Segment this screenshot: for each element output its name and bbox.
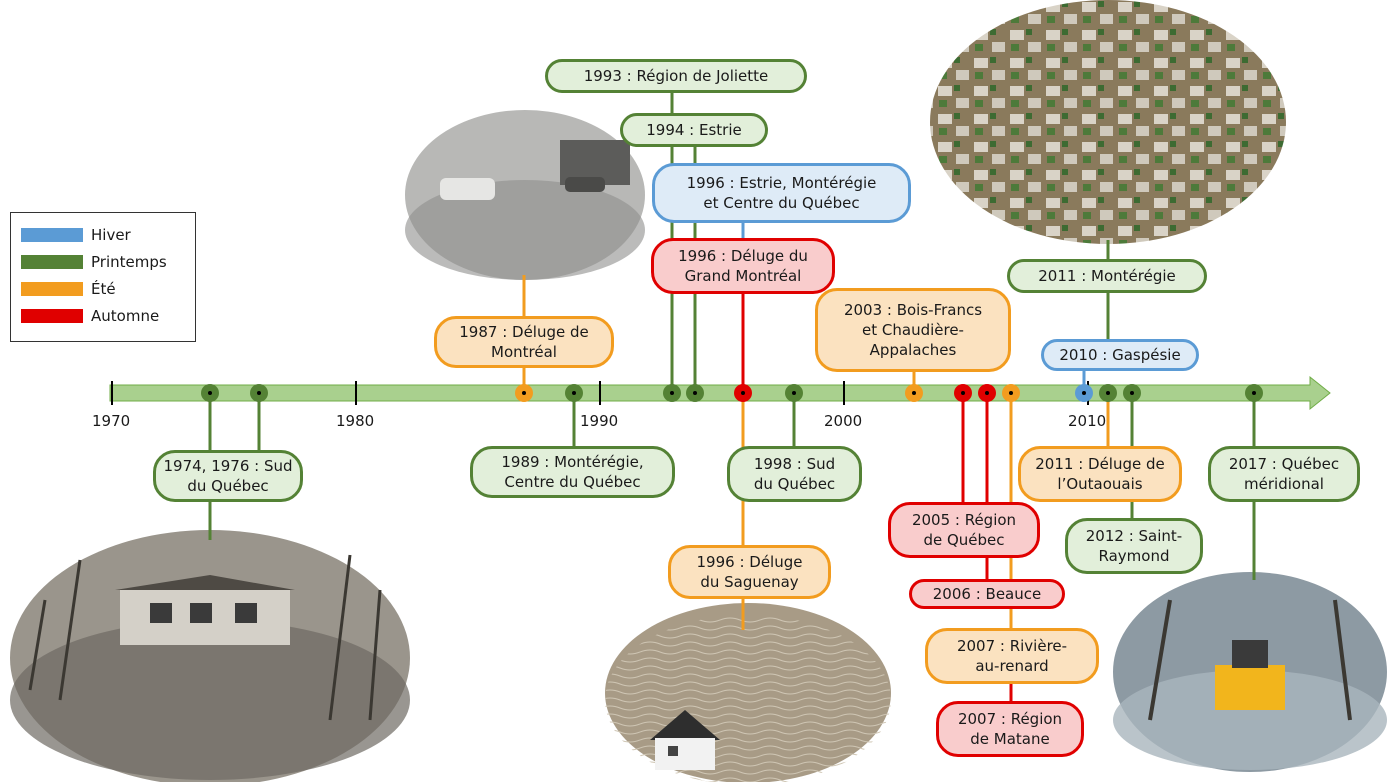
legend-item-été: Été [21,279,116,299]
legend-label: Automne [91,307,160,325]
photo-1974-flooded-house [10,530,410,782]
event-label-1998-spring: 1998 : Sud du Québec [727,446,862,502]
event-label-1994-spring: 1994 : Estrie [620,113,768,147]
marker-dot [1106,391,1110,395]
marker-dot [961,391,965,395]
event-label-1996-winter: 1996 : Estrie, Montérégie et Centre du Q… [652,163,911,223]
legend-swatch [21,309,83,323]
marker-dot [257,391,261,395]
photo-2017-street-flood [1113,572,1387,772]
marker-dot [572,391,576,395]
marker-dot [670,391,674,395]
legend-swatch [21,255,83,269]
event-label-1989-spring: 1989 : Montérégie, Centre du Québec [470,446,675,498]
year-label-2010: 2010 [1068,412,1107,430]
event-label-2017-spring: 2017 : Québec méridional [1208,446,1360,502]
event-label-1987-summer: 1987 : Déluge de Montréal [434,316,614,368]
marker-dot [985,391,989,395]
photo-2011-monteregie-aerial [930,0,1286,244]
event-label-2006-autumn: 2006 : Beauce [909,579,1065,609]
event-label-1996-summer: 1996 : Déluge du Saguenay [668,545,831,599]
event-label-1996-autumn: 1996 : Déluge du Grand Montréal [651,238,835,294]
legend-label: Hiver [91,226,131,244]
marker-dot [1130,391,1134,395]
legend-label: Printemps [91,253,167,271]
marker-dot [741,391,745,395]
event-label-2007-autumn: 2007 : Région de Matane [936,701,1084,757]
photo-saguenay-house [605,603,891,782]
legend-swatch [21,282,83,296]
marker-dot [693,391,697,395]
event-label-2003-summer: 2003 : Bois-Francs et Chaudière- Appalac… [815,288,1011,372]
event-label-2011-summer: 2011 : Déluge de l’Outaouais [1018,446,1182,502]
photo-1987-montreal-street [405,110,645,280]
legend-item-printemps: Printemps [21,252,167,272]
marker-dot [522,391,526,395]
event-label-2012-spring: 2012 : Saint- Raymond [1065,518,1203,574]
event-label-2007-summer: 2007 : Rivière- au-renard [925,628,1099,684]
event-label-1974-spring: 1974, 1976 : Sud du Québec [153,450,303,502]
marker-dot [1252,391,1256,395]
event-label-2011-spring: 2011 : Montérégie [1007,259,1207,293]
year-label-1980: 1980 [336,412,375,430]
legend-item-automne: Automne [21,306,159,326]
event-label-2005-autumn: 2005 : Région de Québec [888,502,1040,558]
marker-dot [1009,391,1013,395]
legend-label: Été [91,280,116,298]
year-label-1970: 1970 [92,412,131,430]
marker-dot [1082,391,1086,395]
event-label-1993-spring: 1993 : Région de Joliette [545,59,807,93]
legend-item-hiver: Hiver [21,225,131,245]
legend-swatch [21,228,83,242]
year-label-2000: 2000 [824,412,863,430]
marker-dot [792,391,796,395]
marker-dot [912,391,916,395]
year-label-1990: 1990 [580,412,619,430]
event-markers [201,384,1263,402]
event-label-2010-winter: 2010 : Gaspésie [1041,339,1199,371]
marker-dot [208,391,212,395]
timeline-arrow [109,375,1331,411]
